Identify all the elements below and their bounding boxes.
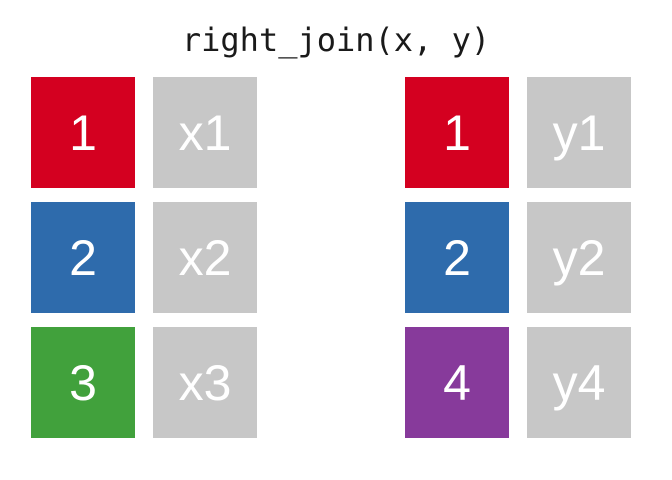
table-y-row2-value-cell: y2 <box>527 202 631 313</box>
table-x-row1-value-cell: x1 <box>153 77 257 188</box>
table-x-row3-key-cell: 3 <box>31 327 135 438</box>
table-x-row2-key-cell: 2 <box>31 202 135 313</box>
table-y-row3-value-cell: y4 <box>527 327 631 438</box>
table-x-row2-value-cell: x2 <box>153 202 257 313</box>
table-x: 1 x1 2 x2 3 x3 <box>31 77 257 438</box>
table-y-row1-key-cell: 1 <box>405 77 509 188</box>
table-x-row3-value-cell: x3 <box>153 327 257 438</box>
table-y: 1 y1 2 y2 4 y4 <box>405 77 631 438</box>
table-x-row1-key-cell: 1 <box>31 77 135 188</box>
table-y-row2-key-cell: 2 <box>405 202 509 313</box>
table-y-row3-key-cell: 4 <box>405 327 509 438</box>
table-y-row1-value-cell: y1 <box>527 77 631 188</box>
diagram-title: right_join(x, y) <box>181 21 491 59</box>
